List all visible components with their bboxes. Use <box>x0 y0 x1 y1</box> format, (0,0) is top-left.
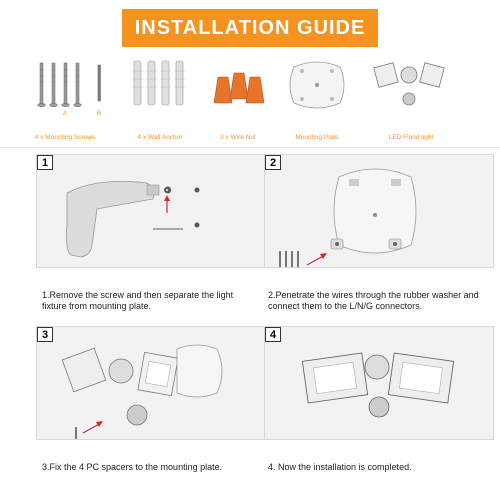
section-divider <box>0 147 500 148</box>
caption-wall-anchor: 4 x Wall Anchor <box>137 134 183 141</box>
step-1-description: 1.Remove the screw and then separate the… <box>42 290 234 311</box>
step-1-number: 1 <box>37 155 53 170</box>
step-3-panel: 3 <box>36 326 266 440</box>
screw-label-a: A <box>63 111 67 117</box>
step-2-panel: 2 <box>264 154 494 268</box>
step-3-description: 3.Fix the 4 PC spacers to the mounting p… <box>42 462 223 472</box>
wire-nut-illustration <box>213 72 265 104</box>
step-2-number: 2 <box>265 155 281 170</box>
part-mounting-screws: A B 4 x Mounting Screws <box>22 55 108 145</box>
caption-mounting-screws: 4 x Mounting Screws <box>34 134 96 141</box>
part-led-flood-light: LED Flood light <box>362 55 460 145</box>
page-title: INSTALLATION GUIDE <box>134 16 366 39</box>
step-3-illustration <box>61 344 223 439</box>
mounting-plate-illustration <box>289 61 345 109</box>
part-mounting-plate: Mounting Plate <box>282 55 352 145</box>
screws-illustration: A B <box>37 62 101 117</box>
title-banner: INSTALLATION GUIDE <box>122 9 378 47</box>
flood-light-illustration <box>373 62 445 106</box>
step-4-illustration <box>301 352 455 418</box>
step-2-illustration <box>279 168 417 267</box>
part-wire-nut: 3 x Wire Nut <box>206 55 270 145</box>
caption-wire-nut: 3 x Wire Nut <box>220 134 256 141</box>
step-4-number: 4 <box>265 327 281 342</box>
caption-led-flood-light: LED Flood light <box>388 134 434 141</box>
step-4-panel: 4 <box>264 326 494 440</box>
step-1-illustration <box>66 180 200 258</box>
caption-mounting-plate: Mounting Plate <box>295 134 339 141</box>
part-wall-anchor: 4 x Wall Anchor <box>122 55 198 145</box>
parts-list: A B 4 x Mounting Screws 4 x Wall Anchor <box>0 55 500 145</box>
screw-label-b: B <box>97 111 101 117</box>
step-3-number: 3 <box>37 327 53 342</box>
step-2-description: 2.Penetrate the wires through the rubber… <box>268 290 479 311</box>
step-1-panel: 1 <box>36 154 266 268</box>
step-4-description: 4. Now the installation is completed. <box>268 462 412 472</box>
wall-anchor-illustration <box>132 60 185 106</box>
